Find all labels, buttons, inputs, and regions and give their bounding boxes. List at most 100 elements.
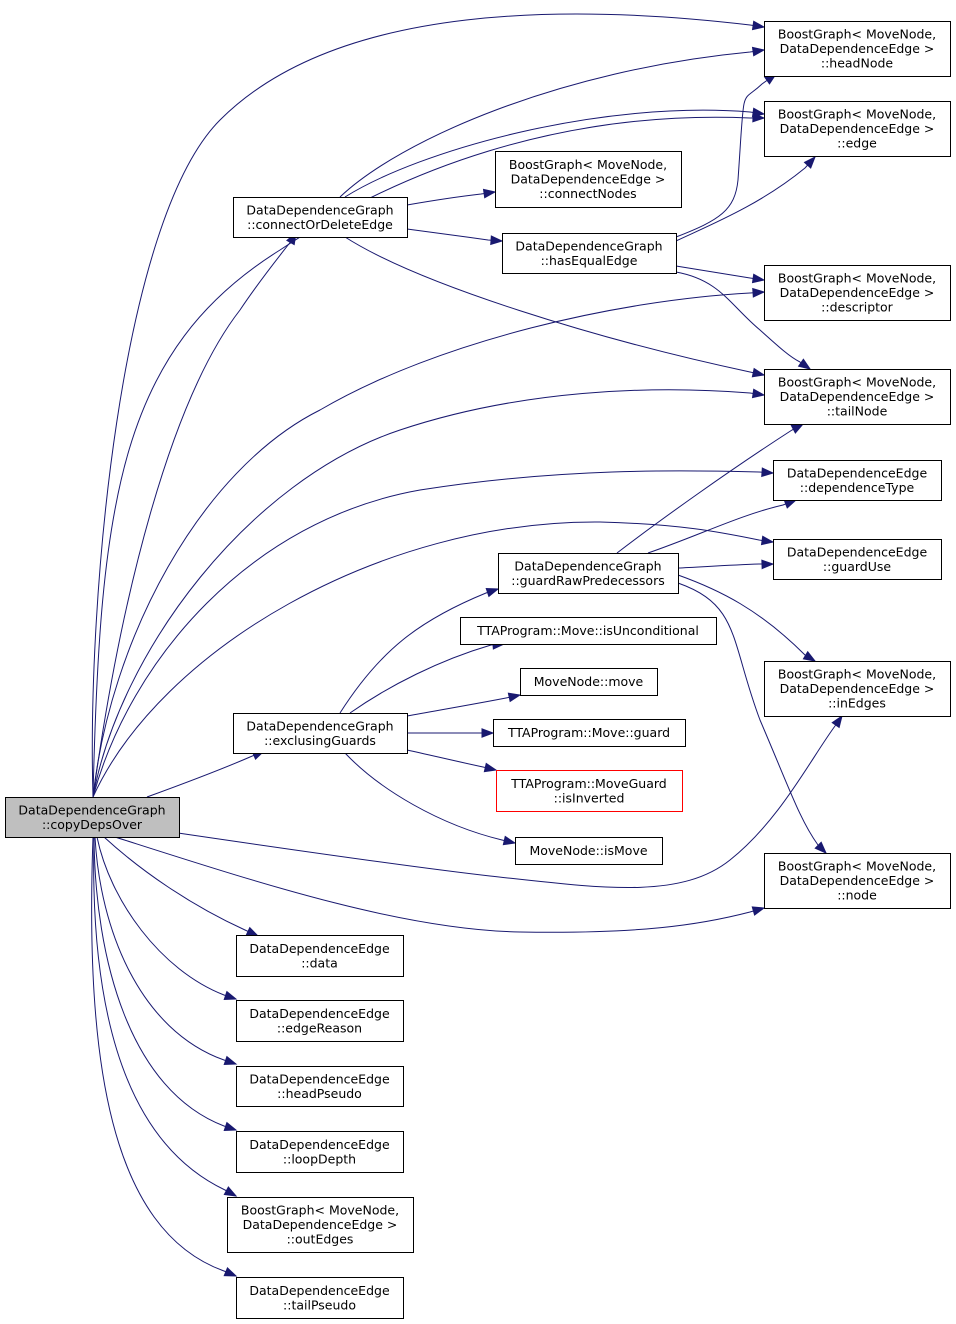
arrowhead: [751, 906, 766, 916]
node-label-line: ::hasEqualEdge: [541, 253, 638, 268]
arrowhead: [797, 358, 812, 370]
node-label-line: ::data: [301, 955, 338, 970]
edge-exclusingGuards-to-isInverted: [406, 749, 498, 773]
node-label-line: ::connectNodes: [539, 186, 636, 201]
node-connectNodes[interactable]: BoostGraph< MoveNode,DataDependenceEdge …: [495, 151, 682, 208]
node-moveGuard[interactable]: TTAProgram::Move::guard: [493, 719, 686, 747]
arrowhead: [803, 155, 816, 169]
edge-line: [675, 265, 765, 281]
arrowhead: [490, 235, 504, 246]
node-box: [773, 539, 942, 580]
node-tailNode[interactable]: BoostGraph< MoveNode,DataDependenceEdge …: [764, 369, 951, 425]
node-box: [236, 1066, 404, 1107]
node-headNode[interactable]: BoostGraph< MoveNode,DataDependenceEdge …: [764, 21, 951, 77]
node-tailPseudo[interactable]: DataDependenceEdge::tailPseudo: [236, 1277, 404, 1319]
node-label-line: DataDependenceEdge: [249, 1071, 390, 1086]
edge-exclusingGuards-to-isMove: [344, 752, 517, 846]
arrowhead: [752, 287, 766, 298]
node-hasEqualEdge[interactable]: DataDependenceGraph::hasEqualEdge: [502, 233, 677, 274]
node-box: [764, 101, 951, 157]
node-headPseudo[interactable]: DataDependenceEdge::headPseudo: [236, 1066, 404, 1107]
node-box: [764, 853, 951, 909]
node-label-line: BoostGraph< MoveNode,: [778, 107, 936, 122]
node-dependenceType[interactable]: DataDependenceEdge::dependenceType: [773, 460, 942, 501]
node-label-line: DataDependenceEdge >: [780, 389, 935, 404]
node-connectOrDeleteEdge[interactable]: DataDependenceGraph::connectOrDeleteEdge: [233, 197, 408, 238]
node-box: [5, 797, 180, 838]
arrowhead: [783, 499, 798, 509]
node-isMove[interactable]: MoveNode::isMove: [515, 837, 663, 865]
edge-guardRawPredecessors-to-node: [677, 582, 827, 854]
edge-line: [96, 836, 237, 1000]
edge-copyDepsOver-to-descriptor: [92, 287, 766, 798]
arrowhead: [751, 46, 766, 57]
node-moveNodeMove[interactable]: MoveNode::move: [520, 668, 658, 696]
arrowhead: [751, 367, 766, 378]
node-loopDepth[interactable]: DataDependenceEdge::loopDepth: [236, 1131, 404, 1173]
node-descriptor[interactable]: BoostGraph< MoveNode,DataDependenceEdge …: [764, 265, 951, 321]
arrowhead: [831, 714, 843, 729]
arrowhead: [751, 273, 766, 284]
edge-exclusingGuards-to-moveGuard: [406, 728, 495, 738]
edge-line: [91, 836, 237, 1277]
node-edgeReason[interactable]: DataDependenceEdge::edgeReason: [236, 1000, 404, 1042]
node-label-line: ::loopDepth: [283, 1151, 356, 1166]
edge-copyDepsOver-to-loopDepth: [93, 836, 238, 1132]
node-box: [236, 935, 404, 977]
node-guardRawPredecessors[interactable]: DataDependenceGraph::guardRawPredecessor…: [498, 553, 679, 594]
edge-line: [92, 116, 764, 798]
node-node[interactable]: BoostGraph< MoveNode,DataDependenceEdge …: [764, 853, 951, 909]
node-box: [764, 265, 951, 321]
arrowhead: [483, 762, 498, 773]
node-label-line: DataDependenceEdge: [249, 941, 390, 956]
node-box: [496, 770, 683, 812]
node-label-line: DataDependenceEdge >: [243, 1217, 398, 1232]
nodes-layer: DataDependenceGraph::copyDepsOverDataDep…: [5, 21, 951, 1319]
node-box: [764, 369, 951, 425]
node-isUnconditional[interactable]: TTAProgram::Move::isUnconditional: [460, 617, 717, 645]
edge-line: [406, 694, 521, 717]
edge-hasEqualEdge-to-tailNode: [675, 271, 812, 370]
arrowhead: [485, 587, 500, 598]
arrowhead: [760, 535, 775, 546]
node-edge[interactable]: BoostGraph< MoveNode,DataDependenceEdge …: [764, 101, 951, 157]
edge-line: [94, 836, 237, 1065]
node-box: [502, 233, 677, 274]
edge-copyDepsOver-to-connectOrDeleteEdge: [92, 231, 297, 798]
node-outEdges[interactable]: BoostGraph< MoveNode,DataDependenceEdge …: [227, 1197, 414, 1253]
edge-copyDepsOver-to-edgeReason: [96, 836, 238, 1001]
arrowhead: [814, 841, 827, 854]
arrowhead: [245, 926, 260, 937]
node-label-line: DataDependenceGraph: [246, 718, 393, 733]
node-inEdges[interactable]: BoostGraph< MoveNode,DataDependenceEdge …: [764, 661, 951, 717]
edge-copyDepsOver-to-outEdges: [93, 836, 238, 1197]
edge-line: [344, 236, 765, 376]
node-copyDepsOver[interactable]: DataDependenceGraph::copyDepsOver: [5, 797, 180, 838]
edge-copyDepsOver-to-edge: [92, 112, 766, 798]
node-label-line: BoostGraph< MoveNode,: [778, 859, 936, 874]
edge-line: [103, 836, 259, 937]
node-box: [233, 197, 408, 238]
node-box: [764, 21, 951, 77]
node-box: [236, 1131, 404, 1173]
edge-line: [675, 271, 811, 370]
node-label-line: DataDependenceEdge: [787, 544, 928, 559]
edge-exclusingGuards-to-isUnconditional: [349, 639, 506, 714]
edge-line: [349, 643, 505, 714]
node-data[interactable]: DataDependenceEdge::data: [236, 935, 404, 977]
edge-copyDepsOver-to-headPseudo: [94, 836, 238, 1066]
arrowhead: [790, 423, 805, 434]
node-exclusingGuards[interactable]: DataDependenceGraph::exclusingGuards: [233, 713, 408, 754]
node-label-line: ::inEdges: [828, 696, 886, 711]
edge-guardRawPredecessors-to-tailNode: [616, 423, 805, 554]
edge-connectOrDeleteEdge-to-tailNode: [344, 236, 766, 378]
arrowhead: [223, 1055, 238, 1066]
node-label-line: BoostGraph< MoveNode,: [241, 1203, 399, 1218]
node-label-line: TTAProgram::Move::guard: [507, 725, 670, 740]
edge-guardRawPredecessors-to-inEdges: [677, 574, 817, 662]
edge-copyDepsOver-to-node: [114, 836, 766, 933]
node-isInverted[interactable]: TTAProgram::MoveGuard::isInverted: [496, 770, 683, 812]
node-label-line: ::exclusingGuards: [264, 733, 376, 748]
node-guardUse[interactable]: DataDependenceEdge::guardUse: [773, 539, 942, 580]
node-label-line: TTAProgram::Move::isUnconditional: [476, 623, 699, 638]
